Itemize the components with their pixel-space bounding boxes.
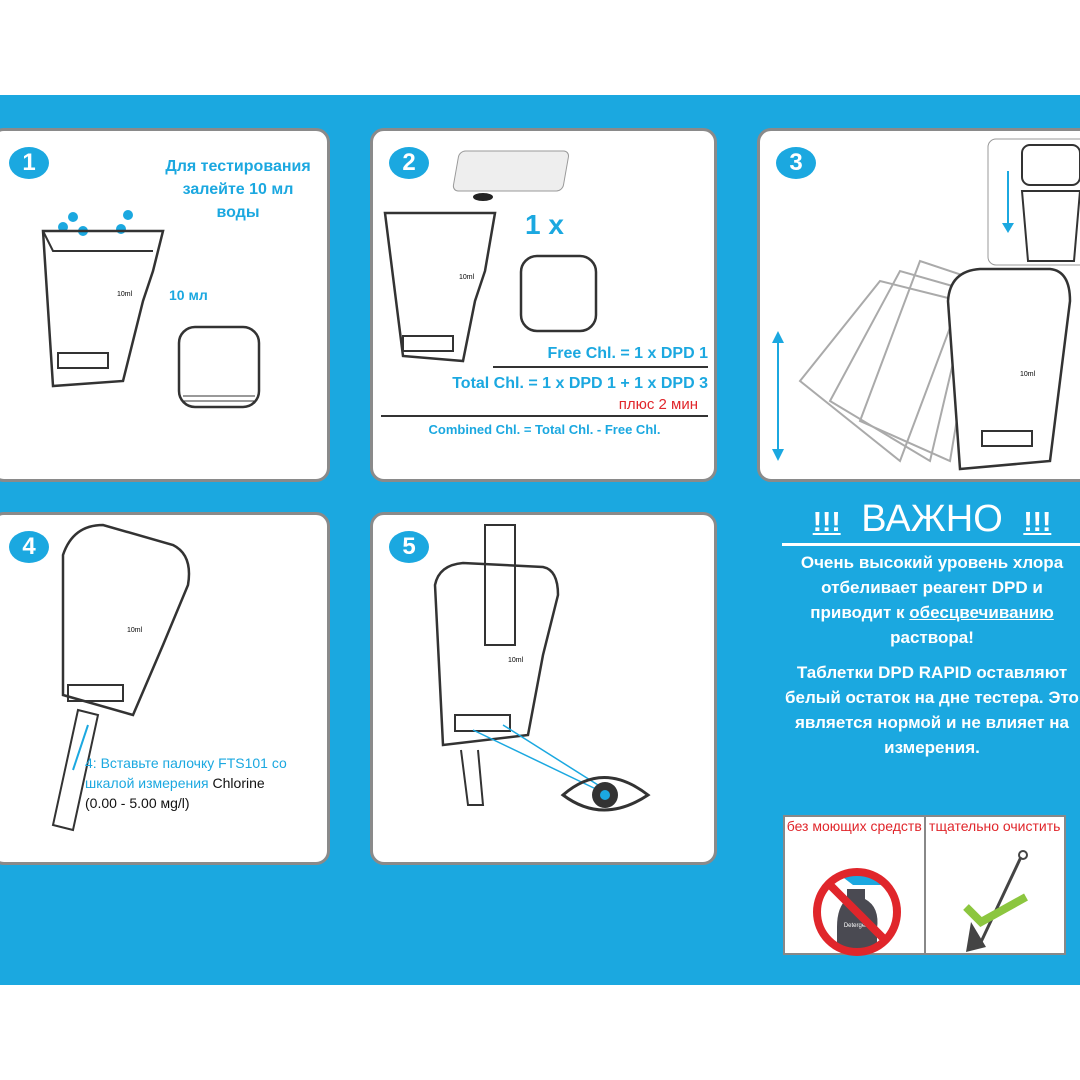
step-2-panel: 2 1 x 10ml Free Chl. = 1 x DPD 1 Total C… bbox=[370, 128, 717, 482]
step-number: 3 bbox=[776, 147, 816, 179]
wait-time: плюс 2 мин bbox=[618, 396, 698, 413]
shake-tester-icon bbox=[772, 138, 1080, 471]
eye-icon bbox=[560, 776, 651, 812]
tester-eye-icon bbox=[433, 524, 651, 812]
arrow-down-icon bbox=[1002, 223, 1014, 233]
total-chlorine-formula: Total Chl. = 1 x DPD 1 + 1 x DPD 3 bbox=[452, 375, 708, 392]
scale-mark: 10ml bbox=[1020, 371, 1036, 378]
free-chlorine-formula: Free Chl. = 1 x DPD 1 bbox=[493, 345, 708, 368]
step-number: 1 bbox=[9, 147, 49, 179]
svg-text:Detergent: Detergent bbox=[844, 923, 871, 929]
step-1-panel: 1 Для тестирования залейте 10 мл воды 10… bbox=[0, 128, 330, 482]
tablet-count: 1 x bbox=[525, 209, 564, 240]
scale-mark: 10ml bbox=[459, 274, 475, 281]
instruction-text: 4: Вставьте палочку FTS101 со шкалой изм… bbox=[85, 755, 287, 791]
care-icons: без моющих средств Detergent тщательно о… bbox=[783, 815, 1066, 956]
step-number: 4 bbox=[9, 531, 49, 563]
tester-strip-icon bbox=[51, 523, 191, 832]
step-number: 2 bbox=[389, 147, 429, 179]
clean-label: тщательно очистить bbox=[929, 818, 1061, 834]
scale-mark: 10ml bbox=[508, 657, 524, 664]
water-drops-icon bbox=[58, 210, 133, 236]
clean-box: тщательно очистить bbox=[926, 817, 1065, 953]
important-section: !!! ВАЖНО !!! Очень высокий уровень хлор… bbox=[782, 498, 1080, 760]
no-detergent-icon: Detergent bbox=[813, 868, 901, 956]
brush-check-icon bbox=[962, 850, 1028, 952]
step-4-panel: 4 10ml 4: Вставьте палочку FTS101 со шка… bbox=[0, 512, 330, 865]
no-detergent-box: без моющих средств Detergent bbox=[785, 817, 926, 956]
no-detergent-label: без моющих средств bbox=[786, 818, 922, 834]
step-4-text: 4: Вставьте палочку FTS101 со шкалой изм… bbox=[85, 753, 325, 813]
tester-tablet-icon bbox=[383, 150, 598, 363]
step-number: 5 bbox=[389, 531, 429, 563]
step-5-panel: 5 10ml bbox=[370, 512, 717, 865]
volume-label: 10 мл bbox=[169, 287, 208, 303]
combined-chlorine-formula: Combined Chl. = Total Chl. - Free Chl. bbox=[381, 415, 708, 437]
scale-mark: 10ml bbox=[117, 291, 133, 298]
tablet-icon bbox=[473, 193, 493, 201]
scale-mark: 10ml bbox=[127, 627, 143, 634]
step-1-text: Для тестирования залейте 10 мл воды bbox=[165, 158, 311, 221]
tester-icon bbox=[41, 210, 261, 409]
measurement-range: (0.00 - 5.00 мg/l) bbox=[85, 795, 190, 811]
important-title: !!! ВАЖНО !!! bbox=[782, 498, 1080, 546]
step-3-panel: 3 10ml bbox=[757, 128, 1080, 482]
warning-text: Очень высокий уровень хлора отбеливает р… bbox=[800, 553, 1064, 647]
residue-note: Таблетки DPD RAPID оставляют белый остат… bbox=[785, 663, 1079, 757]
parameter-name: Chlorine bbox=[212, 775, 265, 791]
